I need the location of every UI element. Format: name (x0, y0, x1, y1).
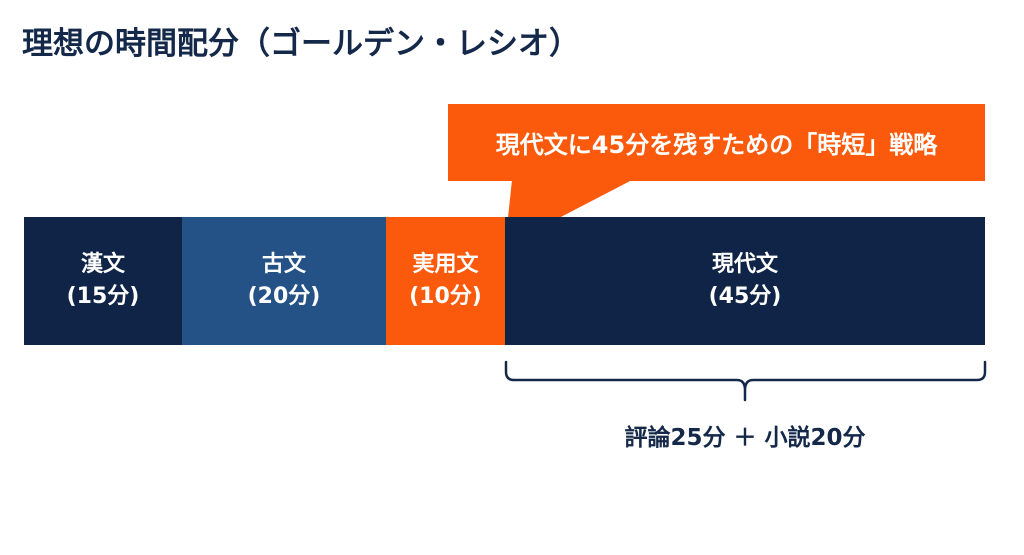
segment-gendaibun: 現代文 (45分) (505, 217, 985, 345)
segment-label: 実用文 (412, 252, 479, 277)
segment-kanbun: 漢文 (15分) (24, 217, 182, 345)
callout-text: 現代文に45分を残すための「時短」戦略 (495, 131, 938, 159)
segment-jitsuyoubun: 実用文 (10分) (386, 217, 505, 345)
segment-minutes: (45分) (708, 284, 782, 309)
page-title: 理想の時間配分（ゴールデン・レシオ） (22, 26, 580, 62)
segment-minutes: (15分) (66, 284, 140, 309)
segment-label: 漢文 (80, 252, 125, 277)
time-allocation-bar: 漢文 (15分) 古文 (20分) 実用文 (10分) 現代文 (45分) (24, 217, 985, 345)
gendaibun-breakdown-label: 評論25分 ＋ 小説20分 (624, 425, 866, 451)
segment-label: 古文 (261, 252, 306, 277)
segment-kobun: 古文 (20分) (182, 217, 386, 345)
segment-minutes: (10分) (409, 284, 482, 309)
segment-minutes: (20分) (247, 284, 321, 309)
callout-box: 現代文に45分を残すための「時短」戦略 (448, 104, 985, 181)
segment-label: 現代文 (711, 252, 778, 277)
